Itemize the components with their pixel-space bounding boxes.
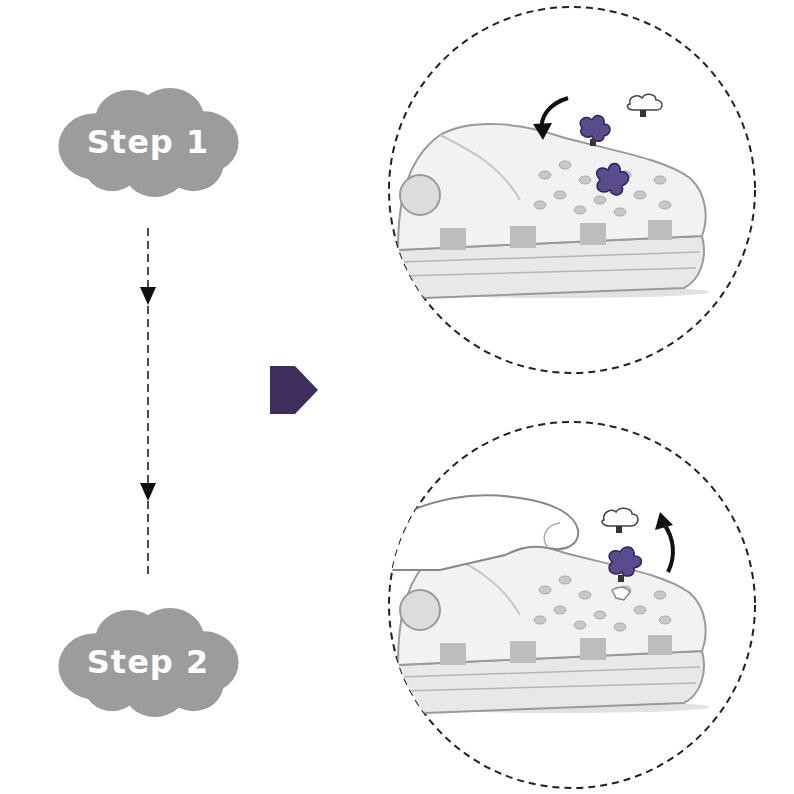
dashed-connector [140, 228, 156, 578]
step-label: Step 2 [87, 643, 209, 681]
cloud-step: Step 1 [52, 86, 245, 198]
cloud-step: Step 2 [52, 606, 245, 718]
direction-arrow [270, 366, 318, 414]
step-label: Step 1 [87, 123, 209, 161]
